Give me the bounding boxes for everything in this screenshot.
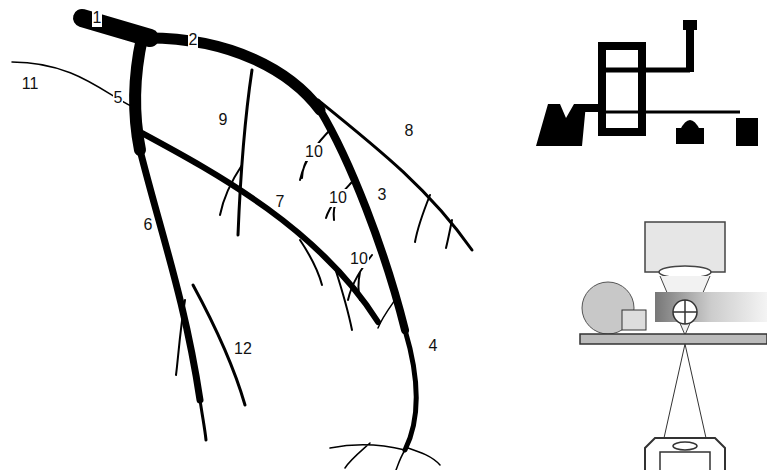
sample-bar [655, 292, 767, 322]
focus-cross [673, 300, 697, 324]
atrial-branch [12, 62, 140, 110]
stage-plate [580, 334, 767, 344]
focus-point [673, 300, 697, 324]
diagonal-artery [220, 165, 242, 215]
callout-number: 9 [218, 111, 229, 129]
stand-arm [584, 104, 600, 112]
callout-number: 2 [188, 31, 199, 49]
callout-number: 4 [428, 337, 439, 355]
condenser-lens [673, 442, 697, 450]
callout-number: 11 [21, 75, 40, 93]
condenser [660, 452, 710, 470]
circumflex-artery [200, 400, 206, 440]
stand-base [536, 104, 586, 146]
diagonal-artery [318, 100, 472, 250]
arm [606, 68, 690, 73]
callout-number: 10 [304, 143, 324, 161]
septal-branch [378, 300, 395, 328]
callout-number: 12 [233, 340, 253, 358]
artery-tree [12, 18, 472, 470]
septal-branch [326, 182, 352, 220]
post [686, 28, 694, 72]
block [676, 128, 704, 144]
callout-number: 10 [328, 189, 348, 207]
sample-block [622, 310, 646, 330]
apparatus-schematic [536, 20, 758, 146]
lad-artery [148, 38, 320, 110]
frame [602, 46, 642, 132]
lad-artery [405, 330, 416, 450]
objective [645, 222, 725, 272]
callout-number: 8 [404, 122, 415, 140]
arm [606, 111, 740, 114]
callout-number: 1 [92, 9, 103, 27]
diagonal-artery [238, 70, 252, 235]
callout-number: 3 [377, 186, 388, 204]
callout-number: 5 [113, 89, 124, 107]
septal-branch [300, 128, 332, 180]
post-cap [683, 20, 697, 30]
apical-branch [330, 443, 440, 470]
callout-number: 10 [349, 250, 369, 268]
branch-artery [300, 240, 352, 330]
light-cone [664, 344, 706, 438]
circumflex-artery [140, 150, 200, 400]
block [736, 118, 758, 146]
callout-number: 6 [143, 216, 154, 234]
condenser [645, 438, 725, 470]
callout-number: 7 [275, 193, 286, 211]
diagonal-artery [415, 195, 452, 248]
branch-artery [176, 300, 185, 375]
microscope-schematic [580, 222, 767, 470]
